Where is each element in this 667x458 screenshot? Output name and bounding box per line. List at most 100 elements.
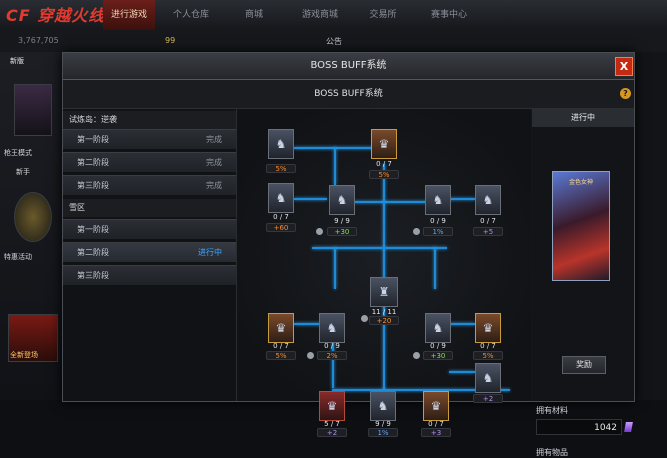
reward-button[interactable]: 奖励	[562, 356, 606, 374]
gem-icon	[624, 422, 633, 432]
buff-node-card[interactable]: ♛	[475, 313, 501, 343]
side-label: 特惠活动	[4, 253, 32, 261]
stage-name: 第二阶段	[77, 248, 109, 257]
node-bonus: 5%	[266, 351, 296, 360]
node-count: 0 / 9	[430, 217, 446, 225]
stage-item[interactable]: 第三阶段 完成	[63, 175, 236, 195]
notice-label: 公告	[326, 37, 342, 46]
tree-connector	[334, 247, 336, 289]
node-count: 9 / 9	[334, 217, 350, 225]
node-count: 0 / 7	[273, 213, 289, 221]
lock-icon	[361, 315, 368, 322]
buff-node-card[interactable]: ♞	[425, 185, 451, 215]
close-button[interactable]: X	[615, 57, 633, 76]
lock-icon	[413, 228, 420, 235]
soldier-icon: ♛	[275, 321, 287, 335]
buff-node-card[interactable]: ♞	[370, 391, 396, 421]
buff-node-card[interactable]: ♞	[319, 313, 345, 343]
right-side-panel	[631, 52, 667, 400]
node-count: 0 / 7	[428, 420, 444, 428]
node-bonus: 5%	[369, 170, 399, 179]
soldier-icon: ♛	[482, 321, 494, 335]
node-bonus: 1%	[368, 428, 398, 437]
nav-tab-inventory[interactable]: 个人仓库	[172, 10, 209, 20]
side-promo-card[interactable]	[14, 84, 52, 136]
nav-tab-shop[interactable]: 商城	[244, 10, 263, 20]
stage-item[interactable]: 第二阶段 完成	[63, 152, 236, 172]
help-icon[interactable]: ?	[620, 88, 631, 99]
reward-character-card[interactable]: 金色女神	[552, 171, 610, 281]
nav-tab-play[interactable]: 进行游戏	[103, 0, 155, 30]
buff-node-card[interactable]: ♞	[329, 185, 355, 215]
node-count: 0 / 7	[480, 217, 496, 225]
stage-item[interactable]: 第三阶段	[63, 265, 236, 285]
node-count: 0 / 7	[480, 342, 496, 350]
buff-node-card[interactable]: ♛	[319, 391, 345, 421]
boss-buff-dialog: BOSS BUFF系统 X BOSS BUFF系统 ? 试炼岛：逆袭 第一阶段 …	[62, 52, 635, 457]
side-label: 全新登场	[10, 351, 38, 359]
buff-node-card[interactable]: ♞	[425, 313, 451, 343]
soldier-icon: ♛	[378, 137, 390, 151]
node-bonus: 5%	[473, 351, 503, 360]
buff-node-card[interactable]: ♞	[268, 129, 294, 159]
buff-node-card[interactable]: ♞	[268, 183, 294, 213]
nav-tab-events[interactable]: 赛事中心	[430, 10, 467, 20]
soldier-icon: ♜	[378, 285, 390, 299]
tree-connector	[332, 389, 510, 391]
tree-connector	[354, 201, 449, 203]
panel-title: BOSS BUFF系统	[63, 80, 634, 109]
node-bonus: +30	[423, 351, 453, 360]
tree-connector	[294, 147, 384, 149]
stage-name: 第二阶段	[77, 158, 109, 167]
nav-tab-game-mall[interactable]: 游戏商城	[301, 10, 338, 20]
node-count: 0 / 9	[324, 342, 340, 350]
stage-status: 完成	[206, 135, 222, 144]
soldier-icon: ♞	[482, 193, 494, 207]
stage-status: 进行中	[198, 248, 222, 257]
buff-node-card[interactable]: ♛	[268, 313, 294, 343]
soldier-icon: ♞	[482, 371, 494, 385]
node-count: 11 / 11	[371, 308, 397, 316]
buff-node-card[interactable]: ♞	[475, 363, 501, 393]
node-bonus: +60	[266, 223, 296, 232]
node-bonus: +20	[369, 316, 399, 325]
buff-node-card-center[interactable]: ♜	[370, 277, 398, 307]
node-count: 0 / 7	[376, 160, 392, 168]
tree-connector	[334, 147, 336, 185]
stage-status: 完成	[206, 158, 222, 167]
dialog-title: BOSS BUFF系统	[63, 53, 634, 80]
owned-material-label: 拥有材料	[536, 406, 568, 415]
tree-connector	[332, 333, 334, 388]
node-count: 0 / 9	[430, 342, 446, 350]
detail-status: 进行中	[532, 109, 634, 127]
soldier-icon: ♞	[275, 191, 287, 205]
stage-name: 第一阶段	[77, 135, 109, 144]
stage-name: 第三阶段	[77, 181, 109, 190]
tree-connector	[449, 198, 475, 200]
stage-name: 第三阶段	[77, 271, 109, 280]
stage-item[interactable]: 第一阶段	[63, 219, 236, 239]
tree-connector	[449, 323, 475, 325]
soldier-icon: ♞	[275, 137, 287, 151]
node-count: 9 / 9	[375, 420, 391, 428]
side-label: 枪王模式	[4, 149, 32, 157]
side-promo-banner[interactable]	[8, 314, 58, 362]
buff-node-card[interactable]: ♛	[371, 129, 397, 159]
stage-group-header: 雪区	[63, 199, 236, 217]
lock-icon	[413, 352, 420, 359]
node-bonus: +5	[473, 227, 503, 236]
stage-item-selected[interactable]: 第二阶段 进行中	[63, 242, 236, 262]
node-bonus: 2%	[317, 351, 347, 360]
side-promo-emblem[interactable]	[14, 192, 52, 242]
stage-name: 第一阶段	[77, 225, 109, 234]
soldier-icon: ♛	[430, 399, 442, 413]
buff-node-card[interactable]: ♛	[423, 391, 449, 421]
stage-item[interactable]: 第一阶段 完成	[63, 129, 236, 149]
left-side-panel: 新版 枪王模式 新手 特惠活动 全新登场	[0, 52, 62, 400]
status-bar: 3,767,705 99 公告	[0, 30, 667, 52]
currency-amount: 3,767,705	[18, 36, 59, 45]
buff-node-card[interactable]: ♞	[475, 185, 501, 215]
soldier-icon: ♞	[377, 399, 389, 413]
nav-tab-exchange[interactable]: 交易所	[369, 10, 397, 20]
stage-detail-panel: 进行中 金色女神 奖励 拥有材料 1042 拥有物品	[532, 109, 634, 457]
